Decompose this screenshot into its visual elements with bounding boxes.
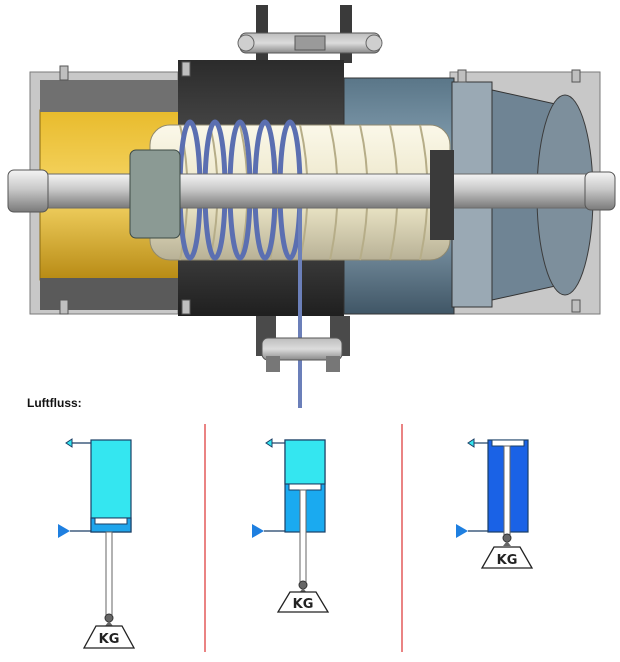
piston-rod-3 <box>503 445 511 537</box>
outlet-arrow-3 <box>467 438 475 448</box>
outlet-arrow-1 <box>65 438 73 448</box>
weight-label-2: KG <box>293 597 314 612</box>
weight-3 <box>480 546 534 569</box>
weight-1 <box>82 625 136 649</box>
weight-2 <box>276 591 330 613</box>
panel-3-diagram: KG <box>456 438 534 569</box>
panel-2-diagram: KG <box>252 438 330 613</box>
panel-1-diagram: KG <box>58 438 136 649</box>
piston-rod-2 <box>299 489 307 583</box>
piston-rod-1 <box>105 531 113 617</box>
inlet-arrow-2 <box>252 524 264 538</box>
weight-label-1: KG <box>99 632 120 647</box>
bottom-mounting-bracket <box>256 316 350 372</box>
actuator-illustration <box>7 5 616 408</box>
inlet-arrow-1 <box>58 524 70 538</box>
weight-label-3: KG <box>497 553 518 568</box>
top-mounting-bracket <box>237 5 383 63</box>
caption: Luftfluss: <box>27 396 82 410</box>
inlet-arrow-3 <box>456 524 468 538</box>
outlet-arrow-2 <box>265 438 273 448</box>
